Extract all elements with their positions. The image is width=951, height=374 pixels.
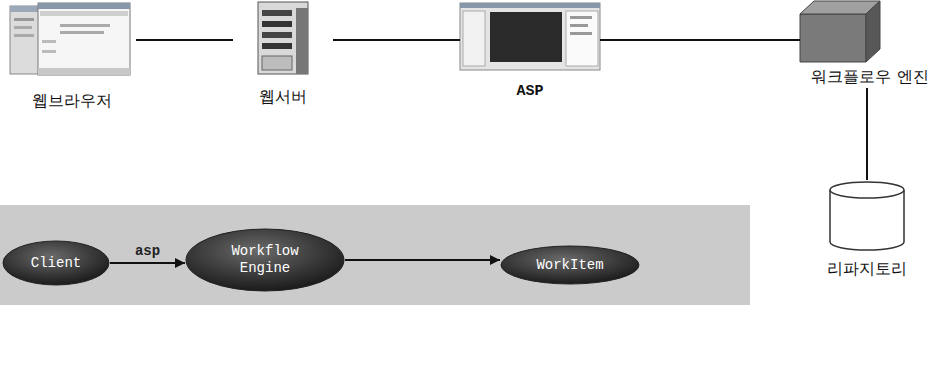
edge-label: asp: [133, 243, 162, 259]
connector-line: [600, 39, 800, 41]
grey-band: [0, 205, 750, 305]
repository-cylinder: [830, 182, 904, 250]
oval-label: WorkItem: [536, 257, 603, 274]
oval-label: Client: [31, 255, 81, 272]
engine-cube: [800, 1, 880, 62]
browser-icon: [10, 3, 130, 75]
icon-label: 워크플로우 엔진: [811, 67, 928, 88]
icon-label: ASP: [516, 83, 543, 100]
server-node: 웹서버: [233, 2, 333, 108]
asp-screenshot: [460, 3, 600, 70]
oval-shape: [186, 229, 344, 291]
connector-line: [333, 39, 460, 41]
icon-label: 리파지토리: [827, 259, 907, 280]
oval-shape: [3, 241, 109, 285]
asp-node: ASP: [460, 2, 600, 100]
engine-node: 워크플로우 엔진: [800, 0, 940, 88]
repository-node: 리파지토리: [812, 180, 922, 280]
connector-arrow: [110, 262, 185, 264]
icon-label: 웹브라우저: [32, 91, 112, 112]
engine-oval: Workflow Engine: [185, 228, 345, 292]
browser-node: 웹브라우저: [8, 2, 136, 112]
connector-line: [866, 88, 868, 180]
icon-label: 웹서버: [259, 87, 307, 108]
server-icon: [258, 2, 308, 74]
oval-label: Workflow Engine: [215, 243, 315, 277]
client-oval: Client: [2, 240, 110, 286]
connector-arrow: [345, 259, 500, 261]
workitem-oval: WorkItem: [500, 245, 640, 285]
oval-shape: [501, 246, 639, 284]
connector-line: [136, 39, 233, 41]
